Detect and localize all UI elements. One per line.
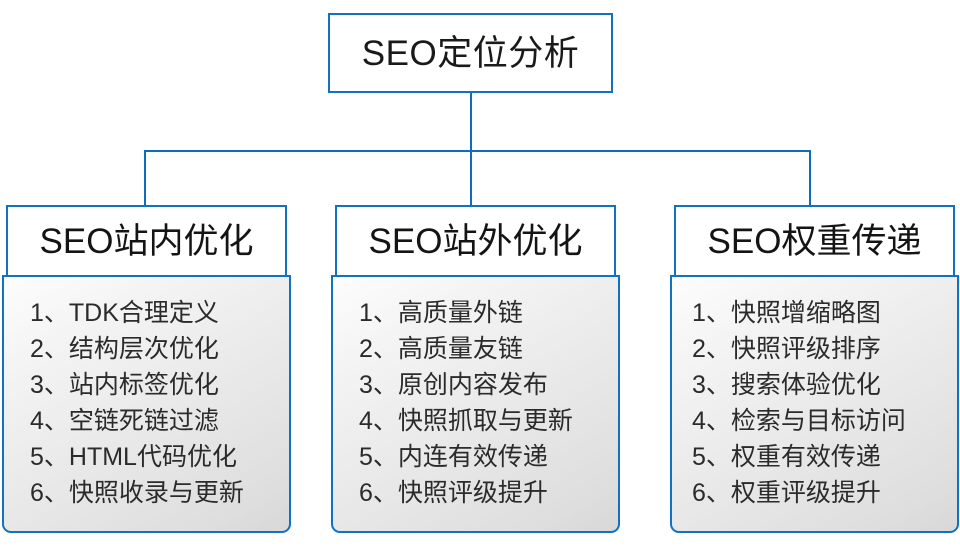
branch-header-2[interactable]: SEO站外优化 xyxy=(335,205,616,277)
list-item: 6、快照收录与更新 xyxy=(30,479,244,507)
connector-drop-branch-2 xyxy=(470,150,472,206)
list-item: 2、高质量友链 xyxy=(359,335,523,363)
connector-trunk-vertical xyxy=(470,93,472,152)
branch-column-2: SEO站外优化 1、高质量外链 2、高质量友链 3、原创内容发布 4、快照抓取与… xyxy=(331,205,620,533)
root-node-label: SEO定位分析 xyxy=(361,33,580,73)
branch-header-label-3: SEO权重传递 xyxy=(707,221,922,261)
branch-item-list-3: 1、快照增缩略图 2、快照评级排序 3、搜索体验优化 4、检索与目标访问 5、权… xyxy=(672,295,957,511)
list-item: 5、内连有效传递 xyxy=(359,443,548,471)
branch-header-label-1: SEO站内优化 xyxy=(39,221,254,261)
list-item: 4、快照抓取与更新 xyxy=(359,407,573,435)
list-item: 6、快照评级提升 xyxy=(359,479,548,507)
list-item: 5、权重有效传递 xyxy=(692,443,881,471)
list-item: 3、搜索体验优化 xyxy=(692,371,881,399)
branch-column-3: SEO权重传递 1、快照增缩略图 2、快照评级排序 3、搜索体验优化 4、检索与… xyxy=(670,205,959,533)
branch-column-1: SEO站内优化 1、TDK合理定义 2、结构层次优化 3、站内标签优化 4、空链… xyxy=(2,205,291,533)
branch-body-1: 1、TDK合理定义 2、结构层次优化 3、站内标签优化 4、空链死链过滤 5、H… xyxy=(2,275,291,533)
root-node-seo-positioning-analysis[interactable]: SEO定位分析 xyxy=(328,13,613,93)
branch-body-2: 1、高质量外链 2、高质量友链 3、原创内容发布 4、快照抓取与更新 5、内连有… xyxy=(331,275,620,533)
branch-header-1[interactable]: SEO站内优化 xyxy=(6,205,287,277)
branch-header-3[interactable]: SEO权重传递 xyxy=(674,205,955,277)
list-item: 6、权重评级提升 xyxy=(692,479,881,507)
list-item: 1、高质量外链 xyxy=(359,299,523,327)
branch-header-label-2: SEO站外优化 xyxy=(368,221,583,261)
list-item: 4、空链死链过滤 xyxy=(30,407,219,435)
list-item: 3、站内标签优化 xyxy=(30,371,219,399)
list-item: 2、结构层次优化 xyxy=(30,335,219,363)
list-item: 5、HTML代码优化 xyxy=(30,443,237,471)
branch-body-3: 1、快照增缩略图 2、快照评级排序 3、搜索体验优化 4、检索与目标访问 5、权… xyxy=(670,275,959,533)
branch-item-list-2: 1、高质量外链 2、高质量友链 3、原创内容发布 4、快照抓取与更新 5、内连有… xyxy=(333,295,618,511)
branch-item-list-1: 1、TDK合理定义 2、结构层次优化 3、站内标签优化 4、空链死链过滤 5、H… xyxy=(4,295,289,511)
list-item: 1、TDK合理定义 xyxy=(30,299,219,327)
list-item: 2、快照评级排序 xyxy=(692,335,881,363)
connector-drop-branch-3 xyxy=(809,150,811,206)
connector-drop-branch-1 xyxy=(144,150,146,206)
list-item: 4、检索与目标访问 xyxy=(692,407,906,435)
list-item: 3、原创内容发布 xyxy=(359,371,548,399)
connector-horizontal-bus xyxy=(144,150,811,152)
list-item: 1、快照增缩略图 xyxy=(692,299,881,327)
